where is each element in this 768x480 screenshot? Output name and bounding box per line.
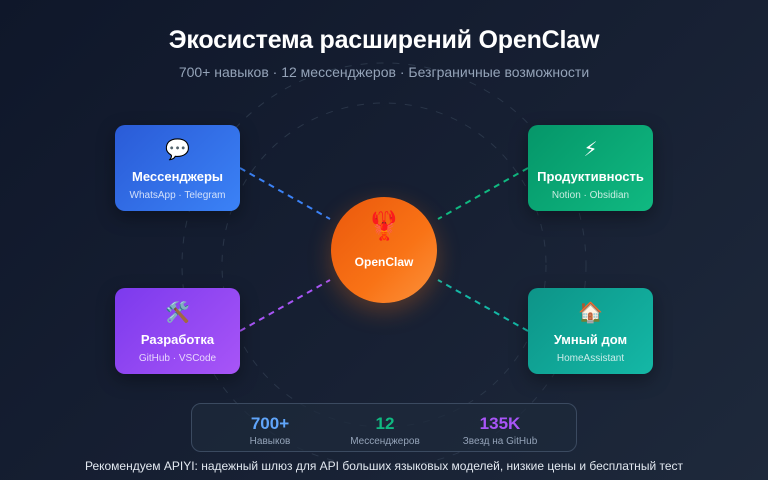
category-card-development: 🛠️ Разработка GitHub · VSCode: [115, 288, 240, 374]
house-icon: 🏠: [578, 302, 603, 324]
stat-label: Звезд на GitHub: [462, 436, 538, 447]
inner-orbit-ring: [221, 102, 547, 428]
hub-label: OpenClaw: [354, 255, 414, 269]
category-title: Разработка: [140, 332, 215, 347]
connector-productivity: [437, 167, 529, 220]
category-subtitle: WhatsApp · Telegram: [129, 190, 226, 201]
stat-value: 135K: [479, 414, 521, 433]
stats-panel: 700+ Навыков 12 Мессенджеров 135K Звезд …: [191, 403, 577, 452]
page-title: Экосистема расширений OpenClaw: [168, 26, 600, 54]
connector-messengers: [239, 167, 331, 220]
tools-icon: 🛠️: [165, 302, 190, 324]
stat-label: Навыков: [249, 436, 291, 447]
stat-value: 12: [375, 414, 395, 433]
stat-skills: 700+ Навыков: [205, 414, 335, 447]
category-card-smart-home: 🏠 Умный дом HomeAssistant: [528, 288, 653, 374]
stat-messengers: 12 Мессенджеров: [320, 414, 450, 447]
openclaw-hub: 🦞 OpenClaw: [331, 197, 437, 303]
category-card-messengers: 💬 Мессенджеры WhatsApp · Telegram: [115, 125, 240, 211]
stat-github-stars: 135K Звезд на GitHub: [435, 414, 565, 447]
promo-footer-text: Рекомендуем APIYI: надежный шлюз для API…: [84, 459, 684, 473]
speech-bubble-icon: 💬: [165, 139, 190, 161]
category-title: Продуктивность: [537, 169, 644, 184]
category-subtitle: Notion · Obsidian: [551, 190, 630, 201]
category-subtitle: GitHub · VSCode: [138, 353, 217, 364]
page-subtitle: 700+ навыков · 12 мессенджеров · Безгран…: [178, 64, 590, 80]
stat-label: Мессенджеров: [350, 436, 420, 447]
category-title: Мессенджеры: [132, 169, 223, 184]
category-subtitle: HomeAssistant: [556, 353, 625, 364]
category-title: Умный дом: [553, 332, 628, 347]
category-card-productivity: ⚡ Продуктивность Notion · Obsidian: [528, 125, 653, 211]
outer-orbit-ring: [181, 62, 587, 468]
connector-development: [239, 279, 331, 332]
lightning-icon: ⚡: [583, 139, 598, 161]
stat-value: 700+: [250, 414, 290, 433]
lobster-icon: 🦞: [366, 210, 402, 241]
connector-smart-home: [437, 279, 529, 332]
